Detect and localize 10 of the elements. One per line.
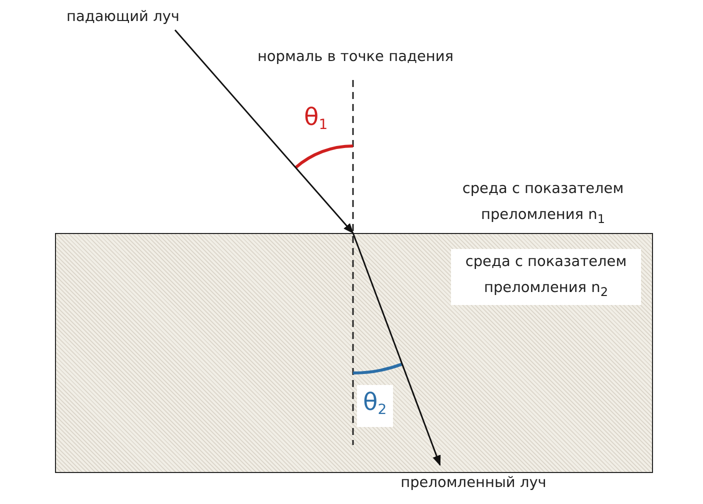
medium-label: среда с показателем преломления n$_{2}$: [451, 249, 641, 305]
medium-region: [55, 233, 653, 473]
normal-label: нормаль в точке падения: [256, 48, 455, 67]
medium-label: среда с показателем преломления n$_{1}$: [461, 180, 625, 228]
ray-label: преломленный луч: [386, 470, 561, 496]
ray-label: падающий луч: [58, 4, 188, 30]
ray-arrow: [174, 30, 354, 234]
angle-label: θ$_{1}$: [303, 102, 329, 135]
angle-label: θ$_{2}$: [357, 385, 393, 427]
ray-arrow: [352, 232, 441, 466]
